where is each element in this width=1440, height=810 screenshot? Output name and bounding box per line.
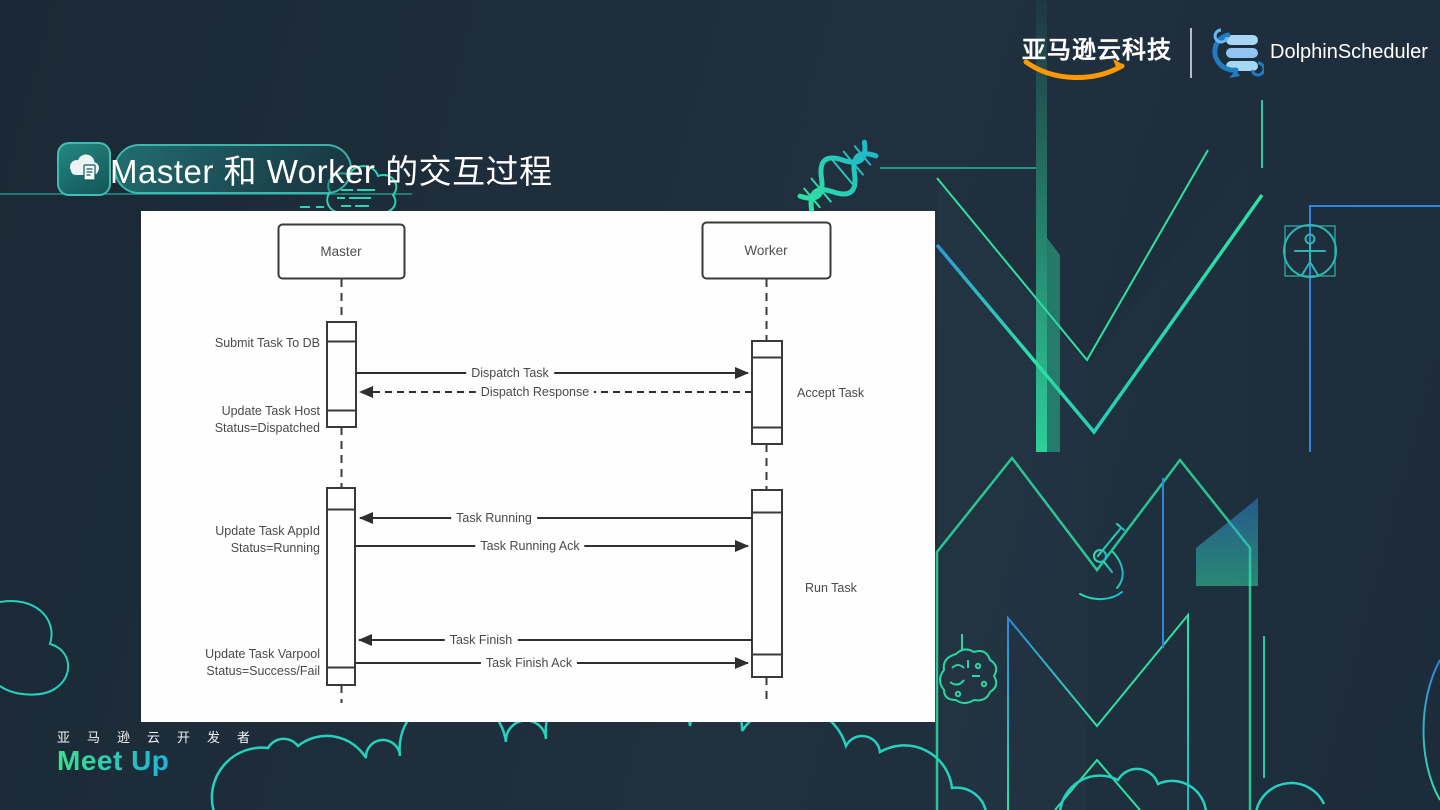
- note-line: Update Task Varpool: [205, 647, 320, 661]
- lifelines: [340, 279, 768, 703]
- footer-community-text: 亚马逊云开发者: [57, 730, 268, 745]
- note-accept-task: Accept Task: [797, 386, 865, 400]
- cloud-document-icon: [57, 142, 111, 196]
- activation-bars: [326, 321, 783, 686]
- footer-event-text: Meet Up: [57, 745, 169, 776]
- note-line: Status=Success/Fail: [206, 664, 320, 678]
- sequence-diagram: [277, 221, 832, 703]
- message-dispatch-task: Dispatch Task: [466, 365, 554, 381]
- sequence-diagram-panel: Master Worker Dispatch Task Dispatch Res…: [141, 211, 935, 722]
- note-line: Status=Dispatched: [214, 421, 320, 435]
- note-submit-task: Submit Task To DB: [153, 335, 320, 352]
- brain-circuit-icon: [939, 634, 998, 704]
- vertical-bar-decoration: [1036, 0, 1060, 452]
- letter-m-outline: [935, 149, 1264, 810]
- note-line: Update Task Host: [221, 404, 320, 418]
- aws-logo-text: 亚马逊云科技: [1022, 37, 1172, 64]
- page-title: Master 和 Worker 的交互过程: [110, 153, 553, 190]
- message-arrows: [355, 367, 752, 669]
- actor-worker: Worker: [744, 242, 788, 258]
- vitruvian-man-icon: [1283, 224, 1337, 278]
- message-task-running: Task Running: [451, 510, 537, 526]
- note-run-task: Run Task: [805, 581, 857, 595]
- note-line: Submit Task To DB: [214, 336, 320, 350]
- note-update-appid: Update Task AppId Status=Running: [153, 523, 320, 557]
- dolphinscheduler-logo-text: DolphinScheduler: [1270, 41, 1428, 63]
- note-update-varpool: Update Task Varpool Status=Success/Fail: [153, 646, 320, 680]
- message-task-finish: Task Finish: [444, 632, 518, 648]
- dolphinscheduler-icon: [1212, 28, 1264, 78]
- meetup-logo: Meet Up: [57, 745, 169, 776]
- note-line: Status=Running: [230, 541, 320, 555]
- note-line: Update Task AppId: [215, 524, 320, 538]
- microscope-icon: [1078, 523, 1125, 600]
- message-task-finish-ack: Task Finish Ack: [480, 655, 578, 671]
- message-task-running-ack: Task Running Ack: [475, 538, 585, 554]
- amazon-smile-icon: [1023, 59, 1125, 81]
- title-capsule: [114, 144, 352, 194]
- circuit-lines: [880, 100, 1440, 801]
- note-update-host: Update Task Host Status=Dispatched: [153, 403, 320, 437]
- message-dispatch-response: Dispatch Response: [475, 384, 595, 400]
- header-divider: [1190, 28, 1192, 78]
- dna-icon: [797, 139, 879, 213]
- actor-boxes: [277, 221, 832, 280]
- actor-master: Master: [320, 243, 362, 259]
